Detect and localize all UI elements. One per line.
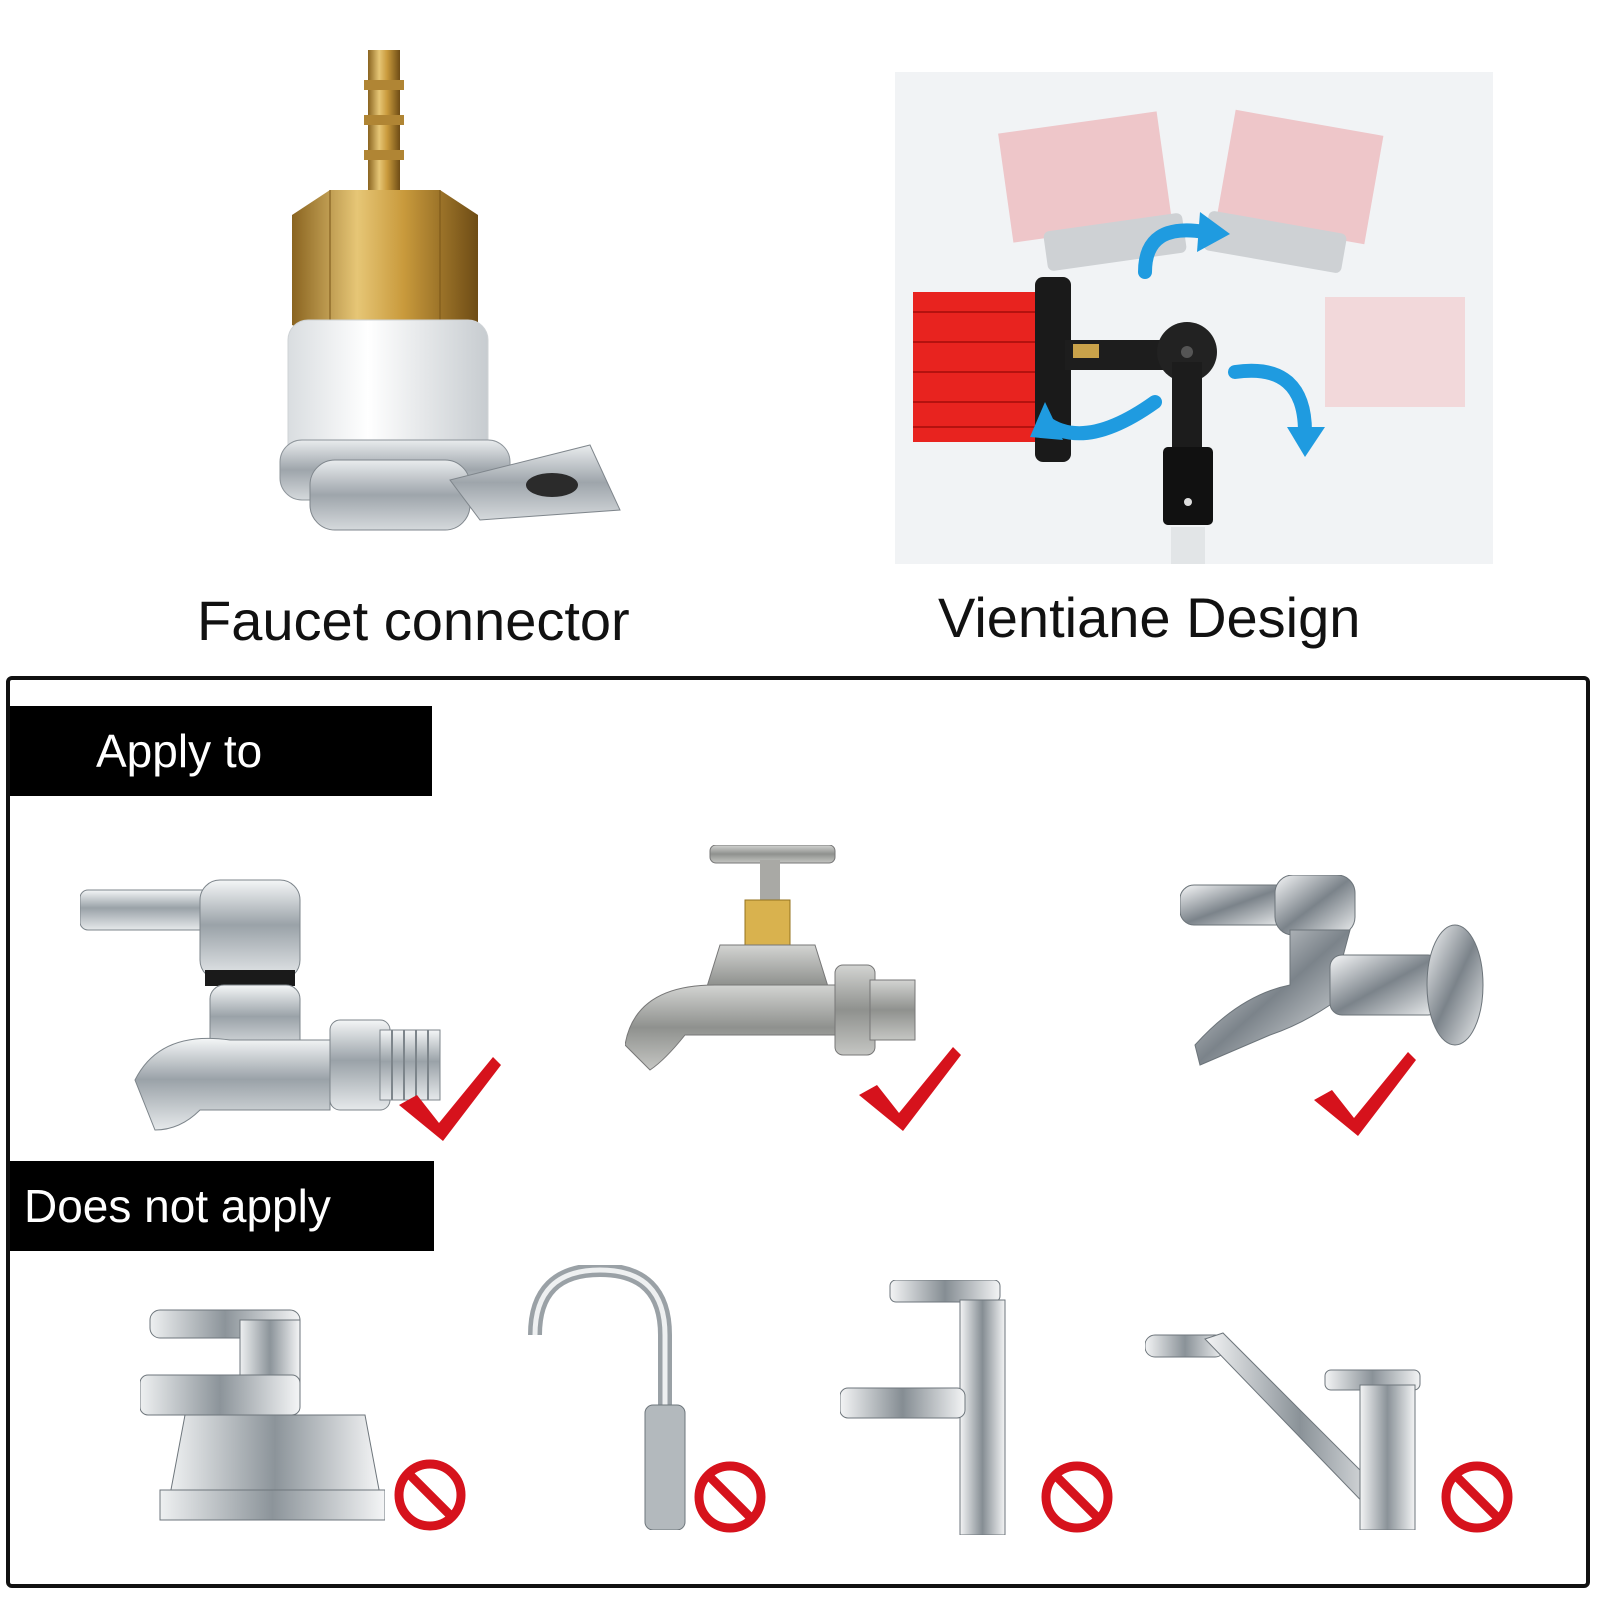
apply-to-text: Apply to — [96, 725, 263, 777]
prohibited-icon — [1040, 1460, 1114, 1534]
checkmark-icon — [395, 1055, 505, 1145]
apply-faucet-wall-lever — [1180, 875, 1500, 1080]
prohibited-icon — [693, 1460, 767, 1534]
vientiane-design-caption: Vientiane Design — [938, 586, 1361, 649]
does-not-apply-text: Does not apply — [24, 1180, 331, 1232]
faucet-connector-caption: Faucet connector — [197, 589, 630, 652]
vientiane-design-image — [895, 72, 1493, 564]
does-not-apply-label: Does not apply — [10, 1161, 434, 1251]
compatibility-panel — [6, 676, 1590, 1588]
not-apply-faucet-tall-mixer — [840, 1280, 1025, 1535]
not-apply-faucet-swivel-spout — [1145, 1325, 1435, 1530]
checkmark-icon — [1310, 1050, 1420, 1140]
apply-faucet-cross-handle — [625, 845, 950, 1095]
apply-faucet-lever-bibcock — [80, 870, 520, 1150]
not-apply-faucet-gooseneck — [525, 1265, 705, 1530]
checkmark-icon — [855, 1045, 965, 1135]
prohibited-icon — [1440, 1460, 1514, 1534]
not-apply-faucet-basin-mixer — [140, 1290, 385, 1530]
prohibited-icon — [393, 1458, 467, 1532]
apply-to-label: Apply to — [10, 706, 432, 796]
faucet-connector-image — [270, 40, 650, 550]
